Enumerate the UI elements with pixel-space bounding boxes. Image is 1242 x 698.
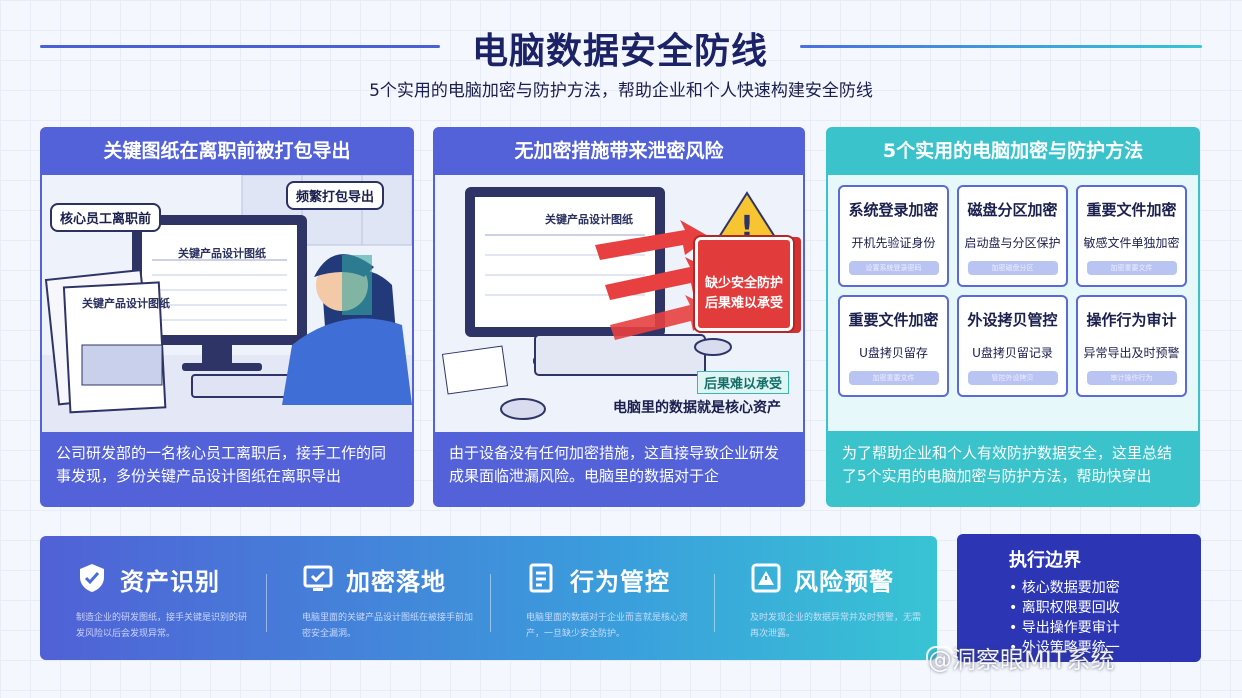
warning-grid-icon xyxy=(751,563,781,593)
consequence-tag: 后果难以承受 xyxy=(697,371,790,394)
svg-text:!: ! xyxy=(740,210,754,245)
warning-sign: 缺少安全防护 后果难以承受 xyxy=(695,237,793,331)
method-button[interactable]: 设置系统登录密码 xyxy=(848,261,939,275)
method-button[interactable]: 加密重要文件 xyxy=(848,371,939,385)
method-title: 系统登录加密 xyxy=(848,201,939,219)
method-desc: U盘拷贝留存 xyxy=(859,346,928,360)
watermark: @洞察眼MIT系统 xyxy=(928,646,1115,674)
method-title: 外设拷贝管控 xyxy=(967,311,1058,329)
panel-description: 公司研发部的一名核心员工离职后，接手工作的同事发现，多份关键产品设计图纸在离职导… xyxy=(56,444,387,485)
feature-title: 资产识别 xyxy=(120,568,220,596)
method-card: 系统登录加密开机先验证身份设置系统登录密码 xyxy=(838,185,949,287)
panel-title: 关键图纸在离职前被打包导出 xyxy=(103,140,351,162)
feature-encryption: 加密落地 电脑里面的关键产品设计图纸在被接手前加密安全漏洞。 xyxy=(266,536,490,660)
screen-doc-title: 关键产品设计图纸 xyxy=(178,247,266,260)
feature-divider xyxy=(490,574,491,632)
page-title: 电脑数据安全防线 xyxy=(471,31,768,72)
panel-illustration: ! 缺少安全防护 后果难以承受 关键产品设计图纸 后果难以承受 电脑里的数据就是… xyxy=(435,175,803,432)
panel-description: 为了帮助企业和个人有效防护数据安全，这里总结了5个实用的电脑加密与防护方法，帮助… xyxy=(842,444,1173,485)
method-desc: 启动盘与分区保护 xyxy=(964,236,1061,250)
title-divider-right xyxy=(800,45,1202,48)
method-card: 外设拷贝管控 U盘拷贝留记录管控外设拷贝 xyxy=(957,295,1068,397)
feature-desc: 电脑里面的关键产品设计图纸在被接手前加密安全漏洞。 xyxy=(302,613,474,639)
method-button[interactable]: 审计操作行为 xyxy=(1086,371,1177,385)
method-desc: 开机先验证身份 xyxy=(851,236,936,250)
method-desc: U盘拷贝留记录 xyxy=(972,346,1053,360)
feature-behavior-control: 行为管控 电脑里面的数据对于企业而言就是核心资产，一旦缺少安全防护。 xyxy=(490,536,714,660)
method-title: 操作行为审计 xyxy=(1086,311,1177,329)
exec-item: 外设策略要统一 xyxy=(1009,638,1201,658)
monitor-check-icon xyxy=(303,565,333,591)
exec-item: 导出操作要审计 xyxy=(1009,618,1201,638)
method-button[interactable]: 管控外设拷贝 xyxy=(967,371,1058,385)
panel-description: 由于设备没有任何加密措施，这直接导致企业研发成果面临泄漏风险。电脑里的数据对于企 xyxy=(449,444,780,485)
exec-item: 核心数据要加密 xyxy=(1009,578,1201,598)
office-illustration xyxy=(42,175,412,432)
method-button[interactable]: 加密重要文件 xyxy=(1086,261,1177,275)
feature-band: 资产识别 制造企业的研发图纸，接手关键是识别的研发风险以后会发现异常。 加密落地… xyxy=(40,536,937,660)
feature-desc: 电脑里面的数据对于企业而言就是核心资产，一旦缺少安全防护。 xyxy=(526,613,689,639)
feature-title: 加密落地 xyxy=(346,568,446,596)
feature-asset-identification: 资产识别 制造企业的研发图纸，接手关键是识别的研发风险以后会发现异常。 xyxy=(40,536,264,660)
feature-divider xyxy=(266,574,267,632)
feature-desc: 制造企业的研发图纸，接手关键是识别的研发风险以后会发现异常。 xyxy=(76,613,248,639)
panel-title: 无加密措施带来泄密风险 xyxy=(514,140,724,162)
panel-risk-case: 无加密措施带来泄密风险 ! 缺少安全防护 后果难以承受 关键产品设计图纸 后果难… xyxy=(433,127,805,507)
exec-list: 核心数据要加密 离职权限要回收 导出操作要审计 外设策略要统一 xyxy=(1009,578,1201,658)
panel-methods: 5个实用的电脑加密与防护方法 系统登录加密开机先验证身份设置系统登录密码 磁盘分… xyxy=(826,127,1200,507)
method-title: 重要文件加密 xyxy=(848,311,939,329)
method-card: 重要文件加密敏感文件单独加密加密重要文件 xyxy=(1076,185,1187,287)
speech-bubble-export: 频繁打包导出 xyxy=(286,181,385,210)
method-title: 重要文件加密 xyxy=(1086,201,1177,219)
watermark-logo-icon xyxy=(926,646,954,668)
feature-title: 行为管控 xyxy=(570,568,670,596)
method-title: 磁盘分区加密 xyxy=(967,201,1058,219)
feature-desc: 及时发现企业的数据异常并及时预警，无需再次泄露。 xyxy=(750,613,922,639)
methods-grid-area: 系统登录加密开机先验证身份设置系统登录密码 磁盘分区加密启动盘与分区保护加密磁盘… xyxy=(828,175,1198,431)
speech-bubble-employee: 核心员工离职前 xyxy=(50,203,162,232)
method-card: 重要文件加密 U盘拷贝留存加密重要文件 xyxy=(838,295,949,397)
method-card: 磁盘分区加密启动盘与分区保护加密磁盘分区 xyxy=(957,185,1068,287)
shield-check-icon xyxy=(80,564,104,592)
method-desc: 异常导出及时预警 xyxy=(1083,346,1180,360)
core-asset-caption: 电脑里的数据就是核心资产 xyxy=(613,400,781,416)
exec-item: 离职权限要回收 xyxy=(1009,598,1201,618)
methods-grid: 系统登录加密开机先验证身份设置系统登录密码 磁盘分区加密启动盘与分区保护加密磁盘… xyxy=(838,185,1187,397)
panel-title: 5个实用的电脑加密与防护方法 xyxy=(882,140,1144,162)
feature-risk-warning: 风险预警 及时发现企业的数据异常并及时预警，无需再次泄露。 xyxy=(714,536,938,660)
folder-label: 关键产品设计图纸 xyxy=(82,297,170,310)
title-divider-left xyxy=(40,45,440,48)
method-desc: 敏感文件单独加密 xyxy=(1083,236,1180,250)
method-button[interactable]: 加密磁盘分区 xyxy=(967,261,1058,275)
risk-illustration: ! xyxy=(441,187,801,420)
exec-title: 执行边界 xyxy=(1009,550,1081,571)
page-subtitle: 5个实用的电脑加密与防护方法，帮助企业和个人快速构建安全防线 xyxy=(369,81,873,101)
feature-divider xyxy=(714,574,715,632)
execution-boundary-box: 执行边界 核心数据要加密 离职权限要回收 导出操作要审计 外设策略要统一 xyxy=(957,534,1201,662)
screen-doc-title: 关键产品设计图纸 xyxy=(545,213,633,226)
document-list-icon xyxy=(529,563,553,593)
method-card: 操作行为审计异常导出及时预警审计操作行为 xyxy=(1076,295,1187,397)
feature-title: 风险预警 xyxy=(794,568,894,596)
panel-export-case: 关键图纸在离职前被打包导出 关键产品设计图纸 关键 xyxy=(40,127,414,507)
panel-illustration: 关键产品设计图纸 关键产品设计图纸 核心员工离职前 频繁打包导出 xyxy=(42,175,412,432)
